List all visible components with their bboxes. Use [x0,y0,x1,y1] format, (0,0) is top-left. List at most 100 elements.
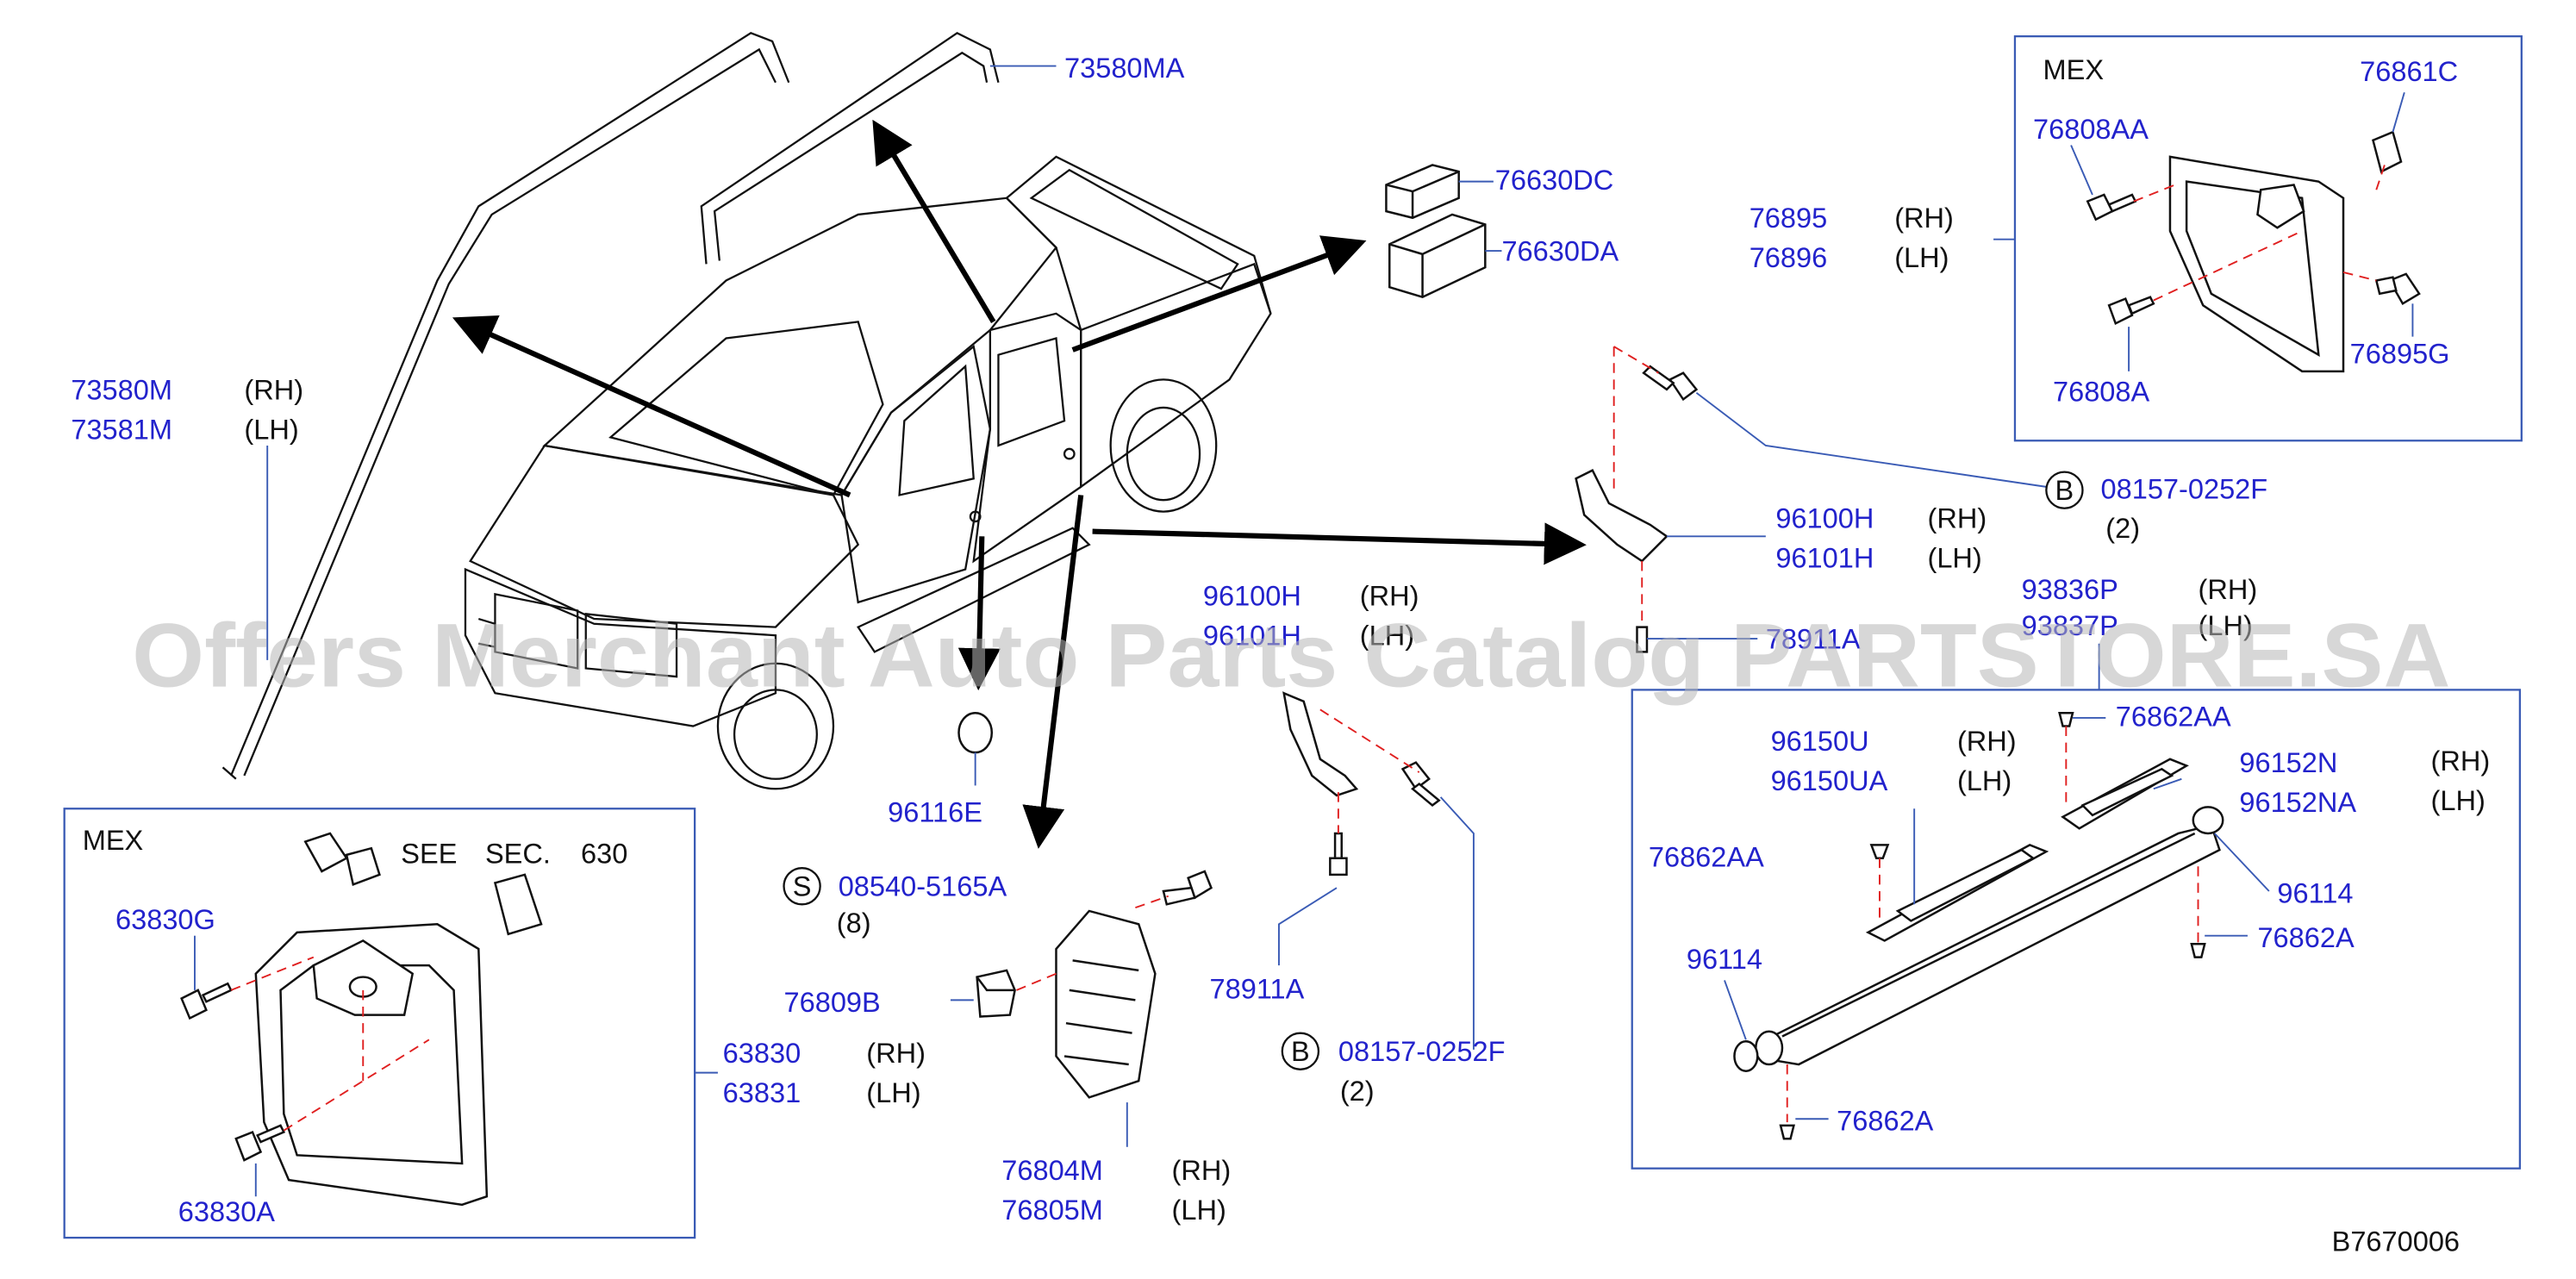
step-pad-96152n [2061,758,2189,830]
end-cap-96114 [1733,806,2224,1072]
sec-number: 630 [581,838,627,869]
label-78911a-mid: 78911A [1210,973,1305,1004]
screw-63830a [234,1124,286,1162]
screw-08540 [1162,870,1213,906]
label-96100h-mid-side: (RH) [1360,581,1419,612]
mex-box-left [63,808,696,1239]
clip-76895g [2374,272,2421,306]
label-76895: 76895 [1750,203,1828,234]
label-08157-mid-qty: (2) [1340,1076,1375,1107]
label-76896: 76896 [1750,242,1828,273]
label-73581m-side: (LH) [244,414,298,445]
screws-76862 [1779,711,2206,1140]
sec-text: SEC. [485,838,551,869]
label-63830: 63830 [723,1038,801,1069]
mex-left-title: MEX [83,825,144,856]
label-76896-side: (LH) [1894,242,1949,273]
clip-76861c [2372,130,2403,173]
bracket-63830 [312,939,415,1016]
bolt-78911a-mid [1329,832,1348,877]
label-76804m: 76804M [1001,1155,1103,1186]
label-76804m-side: (RH) [1172,1155,1232,1186]
label-08540-qty: (8) [837,908,871,939]
pad-76630dc [1385,164,1460,220]
label-96152n: 96152N [2239,747,2337,778]
label-63830-side: (RH) [866,1038,926,1069]
label-96114-left: 96114 [1687,944,1762,975]
roof-molding-long [221,32,790,780]
label-93837p-side: (LH) [2199,610,2253,641]
step-pad-96150u [1865,844,2049,942]
mud-guard-76895 [2168,155,2345,373]
label-96150ua: 96150UA [1771,765,1888,796]
bolt-78911a-right [1636,626,1649,653]
label-96101h-mid-side: (LH) [1360,621,1414,652]
label-78911a-right: 78911A [1766,624,1861,655]
garnish-76804m [1055,909,1157,1099]
label-76805m: 76805M [1001,1195,1103,1226]
label-96101h-right: 96101H [1775,543,1874,574]
label-93836p-side: (RH) [2199,574,2258,605]
grommet-96116e [957,711,994,786]
label-96114-right: 96114 [2277,877,2353,908]
svg-text:B: B [1291,1036,1310,1067]
label-76861c: 76861C [2360,56,2458,87]
watermark-text: Offers Merchant Auto Parts Catalog PARTS… [132,606,2450,707]
label-08157-right-qty: (2) [2105,513,2140,544]
pickup-truck-illustration [464,155,1272,790]
label-96152na: 96152NA [2239,787,2356,818]
svg-text:B: B [2055,475,2074,506]
label-93836p: 93836P [2022,574,2118,605]
label-73581m: 73581M [71,414,172,445]
label-96152n-side: (RH) [2431,746,2491,777]
circle-b-mid: B [1281,1032,1320,1070]
label-63830g: 63830G [115,904,215,935]
label-63831: 63831 [723,1077,801,1108]
bolt-08157-mid [1400,761,1441,808]
label-08540-5165a: 08540-5165A [839,871,1007,902]
bracket-96100h-mid [1282,691,1359,797]
pad-76630da [1388,213,1487,298]
label-63831-side: (LH) [866,1077,920,1108]
label-76862a-bottom: 76862A [1837,1106,1934,1137]
mex-top-title: MEX [2043,54,2105,85]
label-96101h-right-side: (LH) [1927,543,1981,574]
side-step-tube [1755,823,2221,1066]
label-96116e: 96116E [888,797,982,828]
svg-text:S: S [793,871,812,902]
label-76809b: 76809B [784,987,881,1018]
label-76895-side: (RH) [1894,203,1954,234]
diagram-id: B7670006 [2332,1226,2460,1257]
see-text: SEE [401,838,457,869]
screw-76808a [2107,296,2155,326]
screw-63830g [180,982,233,1020]
label-76862a-right: 76862A [2257,922,2355,953]
label-76630da: 76630DA [1501,236,1619,267]
bracket-96100h-right [1575,469,1668,563]
circle-s: S [783,867,821,906]
roof-molding-short [700,31,1000,265]
screw-76808aa [2086,193,2137,221]
direction-arrows [452,119,1587,849]
bolt-08157-right [1642,365,1699,402]
label-96100h-right-side: (RH) [1927,503,1987,534]
label-76895g: 76895G [2350,338,2450,369]
label-08157-right: 08157-0252F [2101,473,2268,504]
label-76630dc: 76630DC [1495,165,1614,196]
label-73580m-side: (RH) [244,374,303,405]
label-76805m-side: (LH) [1172,1195,1226,1226]
label-96152na-side: (LH) [2431,785,2486,816]
clip-see-630 [303,832,543,936]
clip-76809b [976,969,1016,1018]
label-76808aa: 76808AA [2033,114,2149,145]
label-96150u: 96150U [1771,726,1869,757]
label-96100h-right: 96100H [1775,503,1874,534]
label-76862aa-top: 76862AA [2116,702,2231,733]
label-96101h-mid: 96101H [1203,621,1301,652]
bracket-76895 [2256,184,2305,229]
label-08157-mid: 08157-0252F [1338,1036,1506,1067]
side-step-box [1631,689,2522,1170]
label-73580m: 73580M [71,374,172,405]
